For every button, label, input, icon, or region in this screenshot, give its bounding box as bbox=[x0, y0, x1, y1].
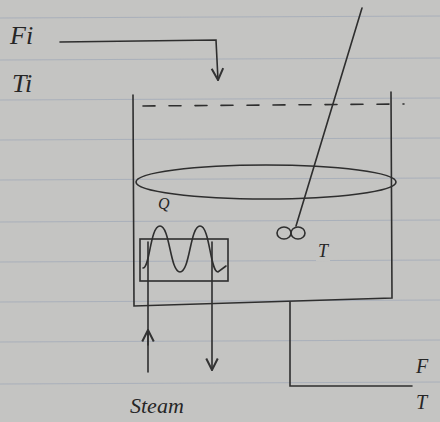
impeller bbox=[291, 227, 305, 239]
outlet-line bbox=[290, 302, 412, 386]
label-text: Steam bbox=[128, 394, 186, 417]
liquid-level bbox=[143, 104, 404, 106]
label-text: Ti bbox=[10, 70, 34, 97]
steam-in-arrow bbox=[147, 330, 149, 345]
ruled-lines bbox=[0, 16, 440, 384]
heating-coil bbox=[143, 226, 226, 272]
label-text: F bbox=[414, 356, 430, 377]
label-text: T bbox=[414, 392, 429, 413]
agitator-shaft bbox=[296, 8, 362, 226]
label-text: Q bbox=[156, 196, 172, 213]
steam-out bbox=[211, 242, 213, 370]
label-text: T bbox=[316, 242, 330, 261]
coil-box bbox=[140, 239, 228, 281]
agitator-blade bbox=[136, 165, 396, 199]
steam-in bbox=[147, 242, 149, 372]
impeller bbox=[277, 227, 291, 239]
feed-line bbox=[60, 40, 218, 80]
label-text: Fi bbox=[8, 22, 35, 49]
